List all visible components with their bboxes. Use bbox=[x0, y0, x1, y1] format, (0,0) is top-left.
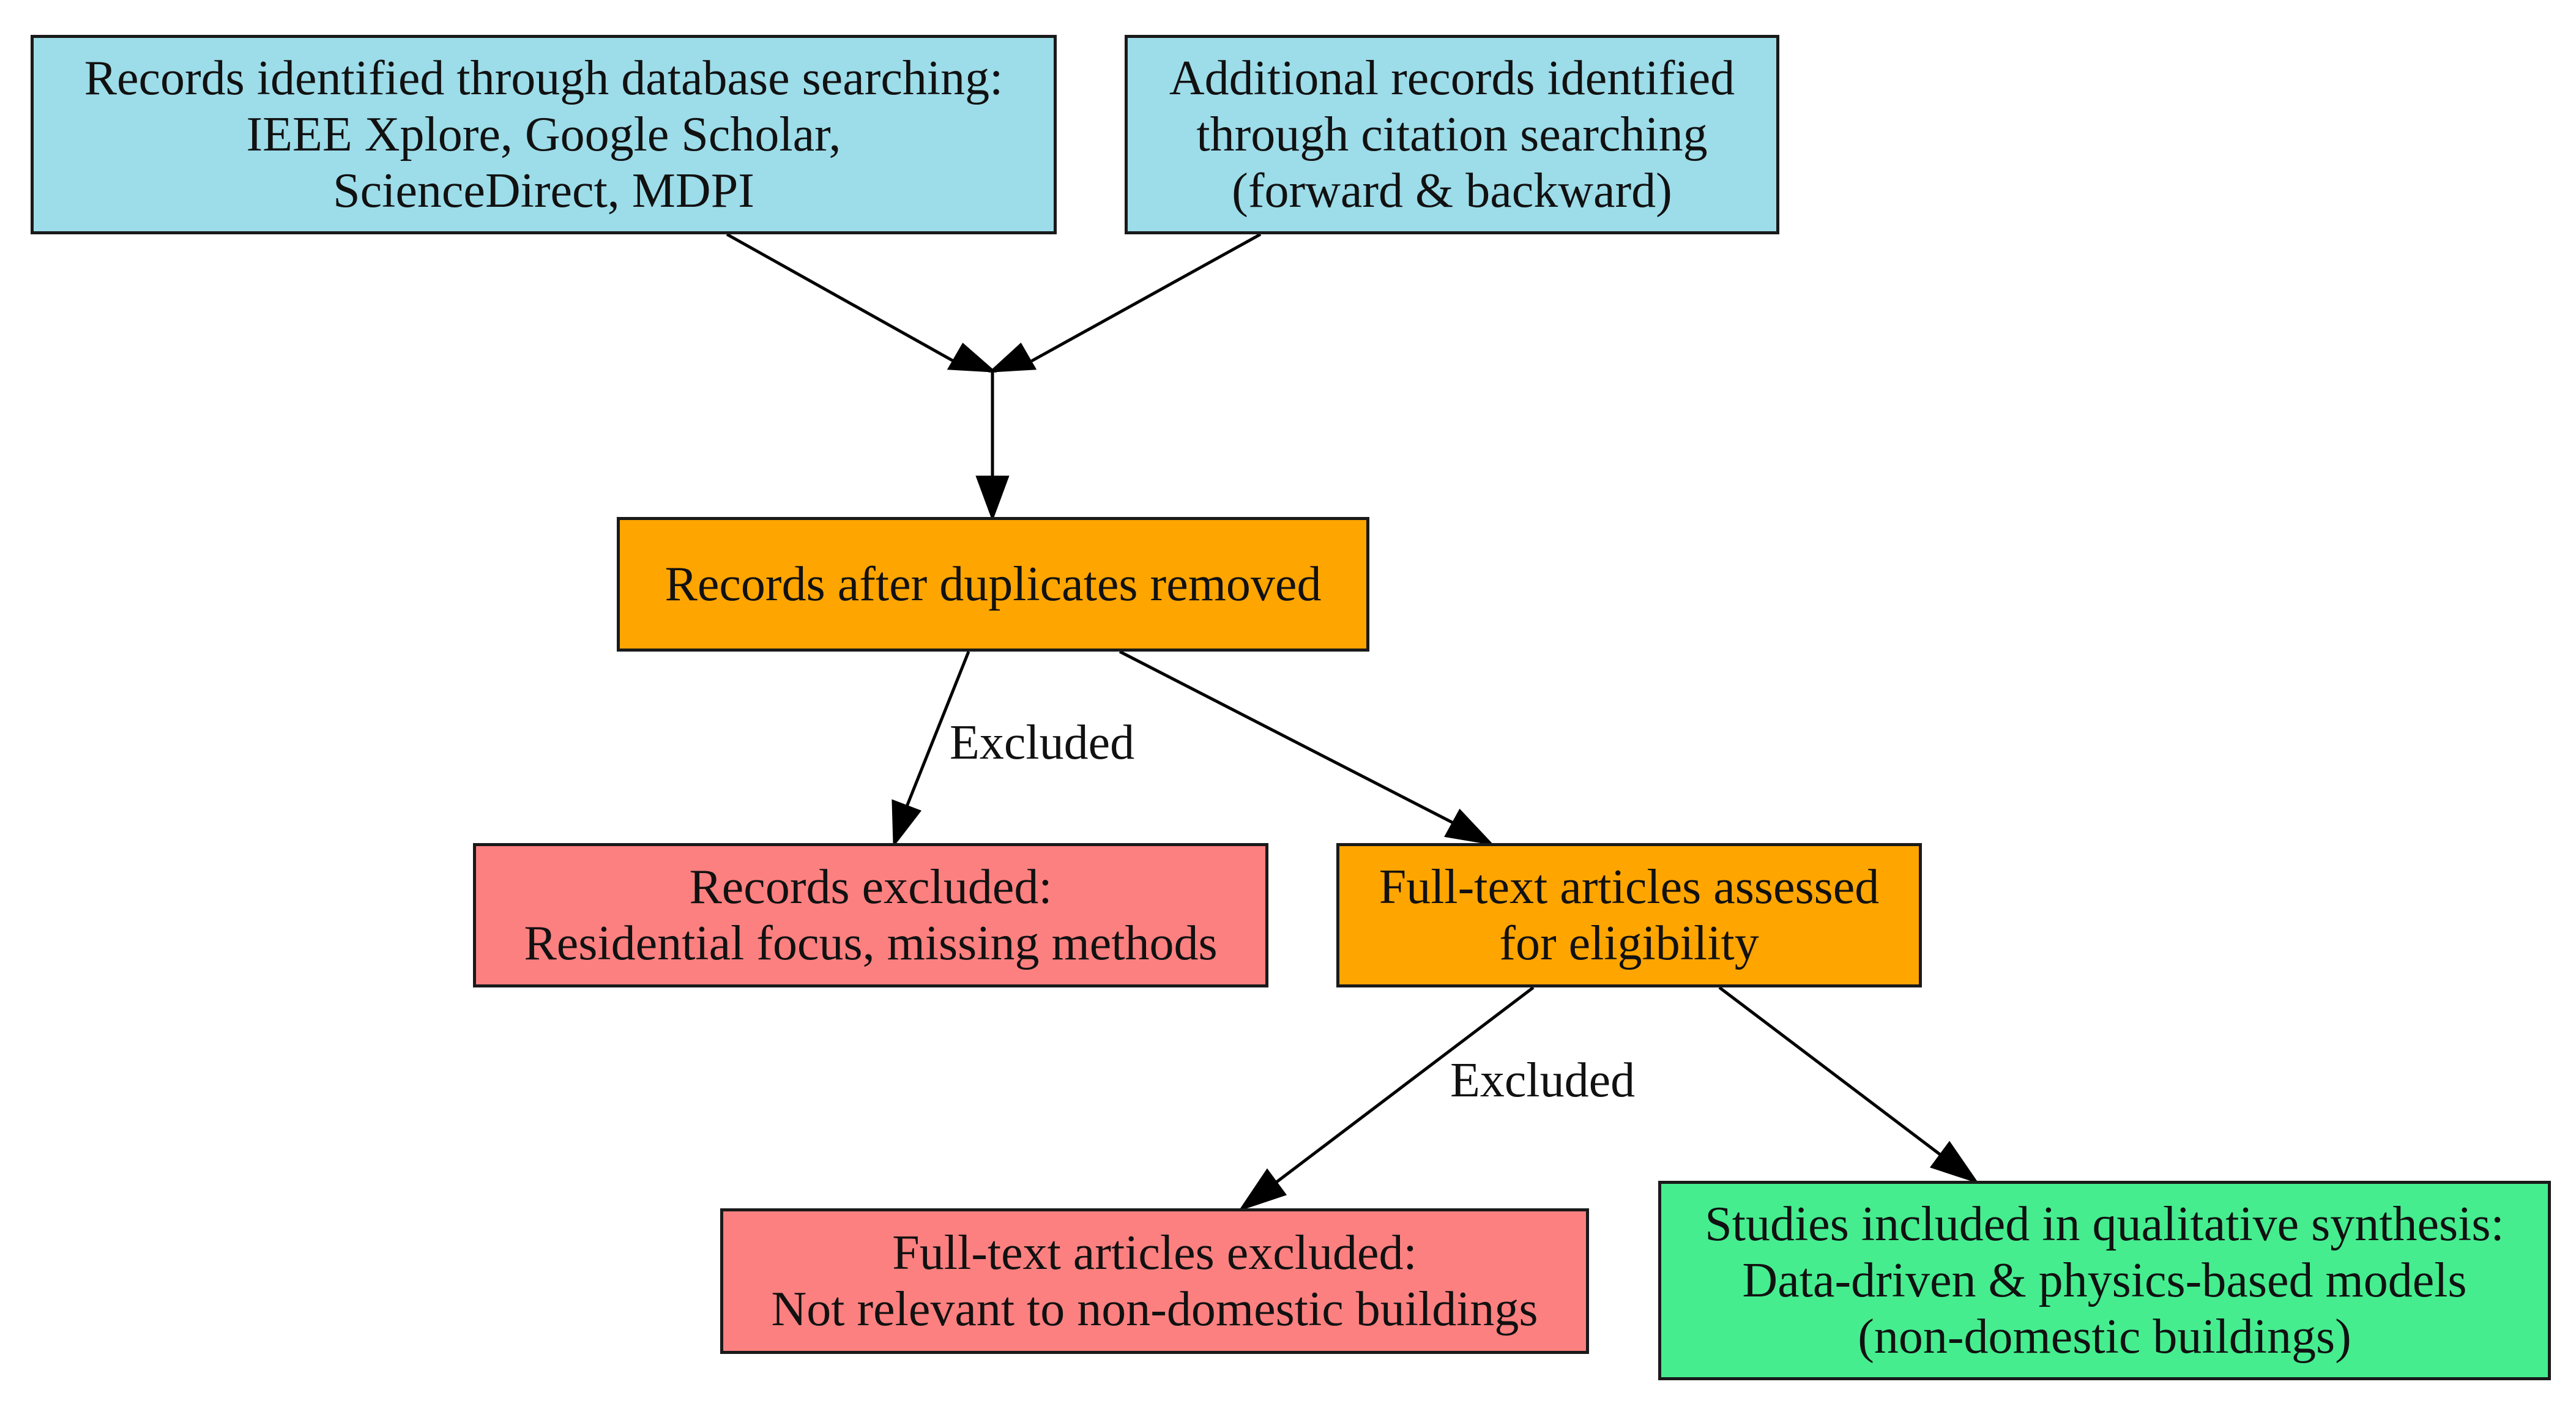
edge-fulltext-to-ftexcl bbox=[1275, 986, 1535, 1184]
duplicates-removed-line-1: Records after duplicates removed bbox=[664, 557, 1322, 611]
citation-search-line-3: (forward & backward) bbox=[1232, 164, 1672, 218]
edge-citation-to-merge bbox=[1030, 232, 1262, 363]
citation-search-line-1: Additional records identified bbox=[1169, 51, 1735, 105]
studies-included-line-2: Data-driven & physics-based models bbox=[1742, 1254, 2467, 1307]
database-search-line-3: ScienceDirect, MDPI bbox=[333, 164, 754, 218]
citation-search-line-2: through citation searching bbox=[1196, 108, 1708, 162]
edge-label-excluded-full-text: Excluded bbox=[1450, 1054, 1636, 1107]
studies-included-line-3: (non-domestic buildings) bbox=[1858, 1310, 2351, 1364]
arrowhead-records-excluded bbox=[892, 799, 922, 848]
citation-search-node: Additional records identified through ci… bbox=[1125, 35, 1779, 234]
edge-fulltext-to-included bbox=[1718, 986, 1942, 1156]
studies-included-node: Studies included in qualitative synthesi… bbox=[1658, 1181, 2551, 1380]
database-search-line-1: Records identified through database sear… bbox=[84, 51, 1003, 105]
arrowhead-included bbox=[1929, 1140, 1979, 1184]
edge-dedup-to-fulltext bbox=[1119, 650, 1454, 825]
edge-database-to-merge bbox=[726, 232, 955, 363]
arrowhead-dedup bbox=[975, 475, 1010, 522]
full-text-assessed-line-2: for eligibility bbox=[1499, 916, 1759, 970]
database-search-node: Records identified through database sear… bbox=[31, 35, 1057, 234]
records-excluded-line-1: Records excluded: bbox=[689, 860, 1052, 914]
arrowhead-database bbox=[947, 343, 997, 373]
full-text-excluded-line-1: Full-text articles excluded: bbox=[892, 1226, 1417, 1280]
full-text-assessed-line-1: Full-text articles assessed bbox=[1379, 860, 1880, 914]
arrowhead-citation bbox=[988, 343, 1037, 373]
duplicates-removed-node: Records after duplicates removed bbox=[617, 517, 1369, 652]
arrowhead-fulltext bbox=[1444, 808, 1494, 846]
full-text-assessed-node: Full-text articles assessed for eligibil… bbox=[1336, 843, 1922, 987]
arrowhead-ftexcl bbox=[1238, 1168, 1287, 1211]
records-excluded-line-2: Residential focus, missing methods bbox=[524, 916, 1218, 970]
edge-label-excluded-records: Excluded bbox=[950, 716, 1135, 770]
database-search-line-2: IEEE Xplore, Google Scholar, bbox=[246, 108, 841, 162]
studies-included-line-1: Studies included in qualitative synthesi… bbox=[1705, 1197, 2504, 1251]
full-text-excluded-line-2: Not relevant to non-domestic buildings bbox=[771, 1282, 1538, 1336]
records-excluded-node: Records excluded: Residential focus, mis… bbox=[473, 843, 1268, 987]
edge-dedup-to-records-excluded bbox=[905, 651, 970, 807]
full-text-excluded-node: Full-text articles excluded: Not relevan… bbox=[720, 1208, 1589, 1354]
